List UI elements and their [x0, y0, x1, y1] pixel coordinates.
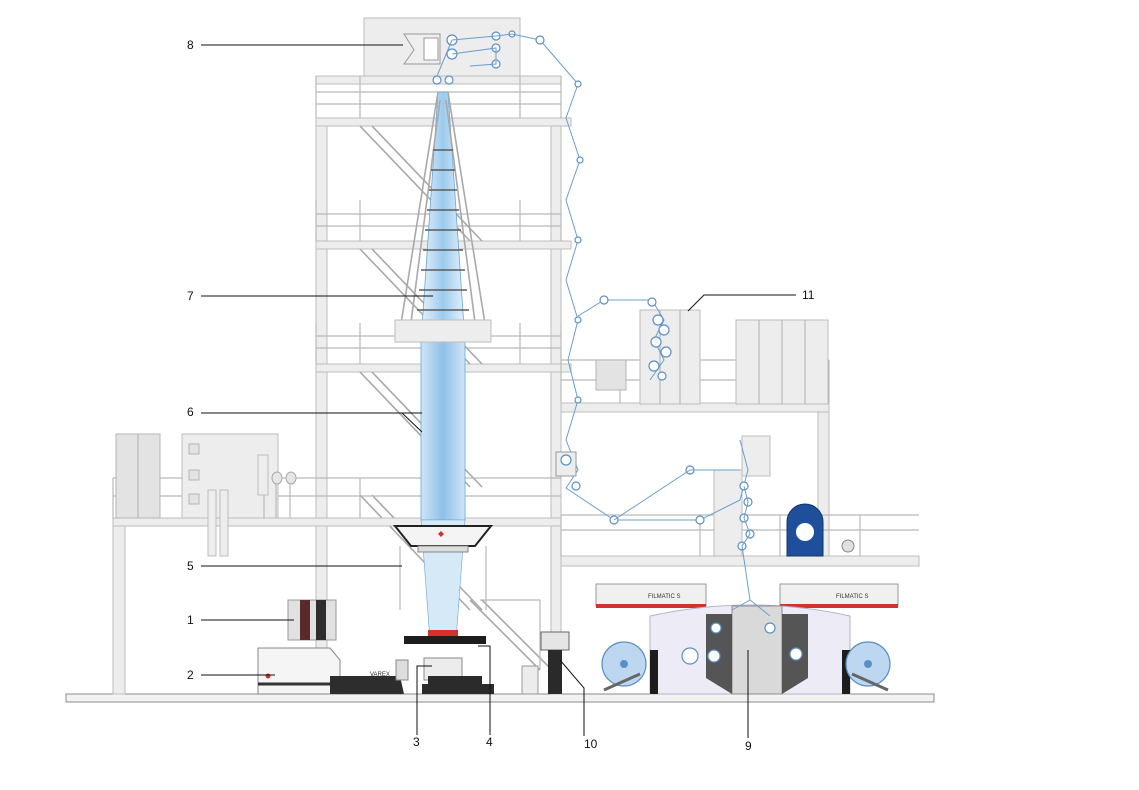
callout-5: 5 — [187, 559, 194, 573]
thickness-gauge — [521, 631, 570, 695]
callout-1: 1 — [187, 613, 194, 627]
winder-label-a: FILMATIC S — [648, 594, 681, 600]
callout-8: 8 — [187, 38, 194, 52]
callout-10: 10 — [584, 737, 598, 751]
winder: FILMATIC S FILMATIC S — [595, 583, 899, 695]
callout-6: 6 — [187, 405, 194, 419]
corona-treater — [786, 503, 855, 557]
extruder-brand-label: VAREX — [370, 672, 390, 678]
winder-deck — [560, 435, 920, 567]
winder-label-b: FILMATIC S — [836, 594, 869, 600]
upper-right-platform — [560, 309, 830, 559]
callout-11: 11 — [802, 288, 815, 302]
callout-2: 2 — [187, 668, 194, 682]
blown-film-die — [404, 630, 494, 694]
callout-7: 7 — [187, 289, 194, 303]
left-platform — [112, 433, 562, 695]
callout-4: 4 — [486, 735, 493, 749]
cooling-ring — [392, 525, 494, 610]
film-web-path — [403, 30, 771, 617]
callout-9: 9 — [745, 739, 752, 753]
extruder: VAREX — [257, 599, 409, 695]
callouts: 8 7 6 5 1 2 3 4 10 9 11 — [187, 38, 815, 753]
ground-base — [65, 693, 935, 703]
callout-3: 3 — [413, 735, 420, 749]
